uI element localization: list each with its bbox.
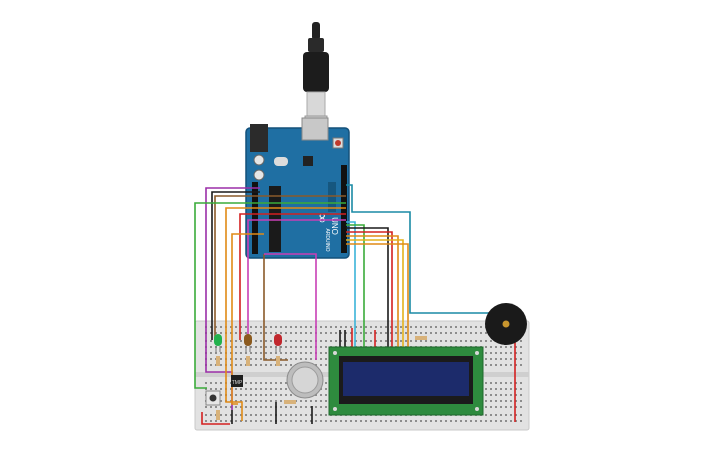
arduino-logo-icon: ∞ [314, 212, 330, 224]
wires [194, 184, 516, 425]
resistor[interactable] [216, 336, 427, 420]
arduino-uno-board[interactable] [245, 117, 350, 259]
push-button[interactable] [205, 390, 221, 406]
usb-cable[interactable] [303, 22, 329, 135]
arduino-model-label: UNO [330, 217, 339, 235]
gas-sensor[interactable] [286, 361, 324, 399]
led-green[interactable] [214, 334, 222, 352]
sensor-label: TMP [232, 380, 243, 386]
led-red[interactable] [274, 334, 282, 352]
lcd-display[interactable] [328, 346, 484, 416]
buzzer[interactable] [485, 303, 527, 345]
led-orange[interactable] [244, 334, 252, 352]
temperature-sensor[interactable]: TMP [231, 375, 243, 387]
arduino-brand-label: ARDUINO [324, 228, 330, 251]
